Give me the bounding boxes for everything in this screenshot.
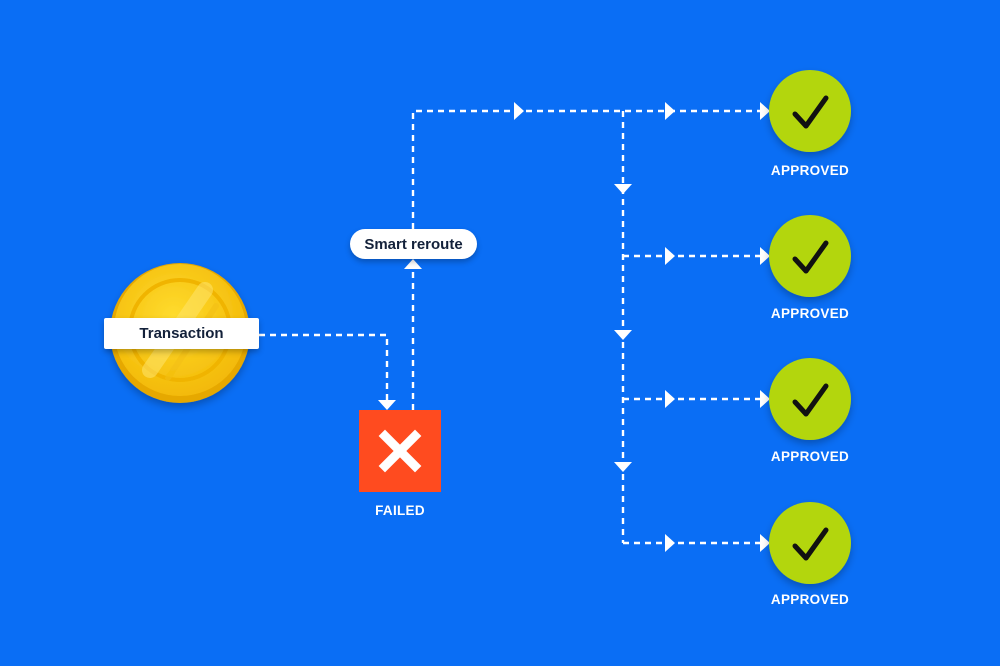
arrowheads <box>378 102 770 552</box>
arrow-right-4a <box>665 534 675 552</box>
connector-transaction-to-failed <box>259 333 389 402</box>
arrow-down-to-failed <box>378 400 396 410</box>
approved-label-2: APPROVED <box>770 306 850 321</box>
arrow-right-1c <box>760 102 770 120</box>
approved-label-3: APPROVED <box>770 449 850 464</box>
close-icon <box>378 429 422 473</box>
checkmark-icon <box>792 527 829 561</box>
arrow-down-branch-3 <box>614 462 632 472</box>
approved-node-4 <box>769 502 851 584</box>
connector-reroute-to-top <box>411 109 762 229</box>
failed-label: FAILED <box>375 503 425 518</box>
approved-label-4: APPROVED <box>770 592 850 607</box>
arrow-down-branch-1 <box>614 184 632 194</box>
approved-node-2 <box>769 215 851 297</box>
arrow-right-4b <box>760 534 770 552</box>
arrow-right-1a <box>514 102 524 120</box>
checkmark-icon <box>792 240 829 274</box>
checkmark-icon <box>792 95 829 129</box>
arrow-right-1b <box>665 102 675 120</box>
arrow-right-3b <box>760 390 770 408</box>
approved-node-1 <box>769 70 851 152</box>
approved-node-3 <box>769 358 851 440</box>
arrow-right-2b <box>760 247 770 265</box>
arrow-down-branch-2 <box>614 330 632 340</box>
arrow-up-to-reroute <box>404 259 422 269</box>
transaction-label: Transaction <box>104 318 259 349</box>
checkmark-icon <box>792 383 829 417</box>
arrow-right-3a <box>665 390 675 408</box>
failed-node <box>359 410 441 492</box>
arrow-right-2a <box>665 247 675 265</box>
smart-reroute-label: Smart reroute <box>350 229 477 259</box>
connectors <box>259 109 762 545</box>
approved-label-1: APPROVED <box>770 163 850 178</box>
